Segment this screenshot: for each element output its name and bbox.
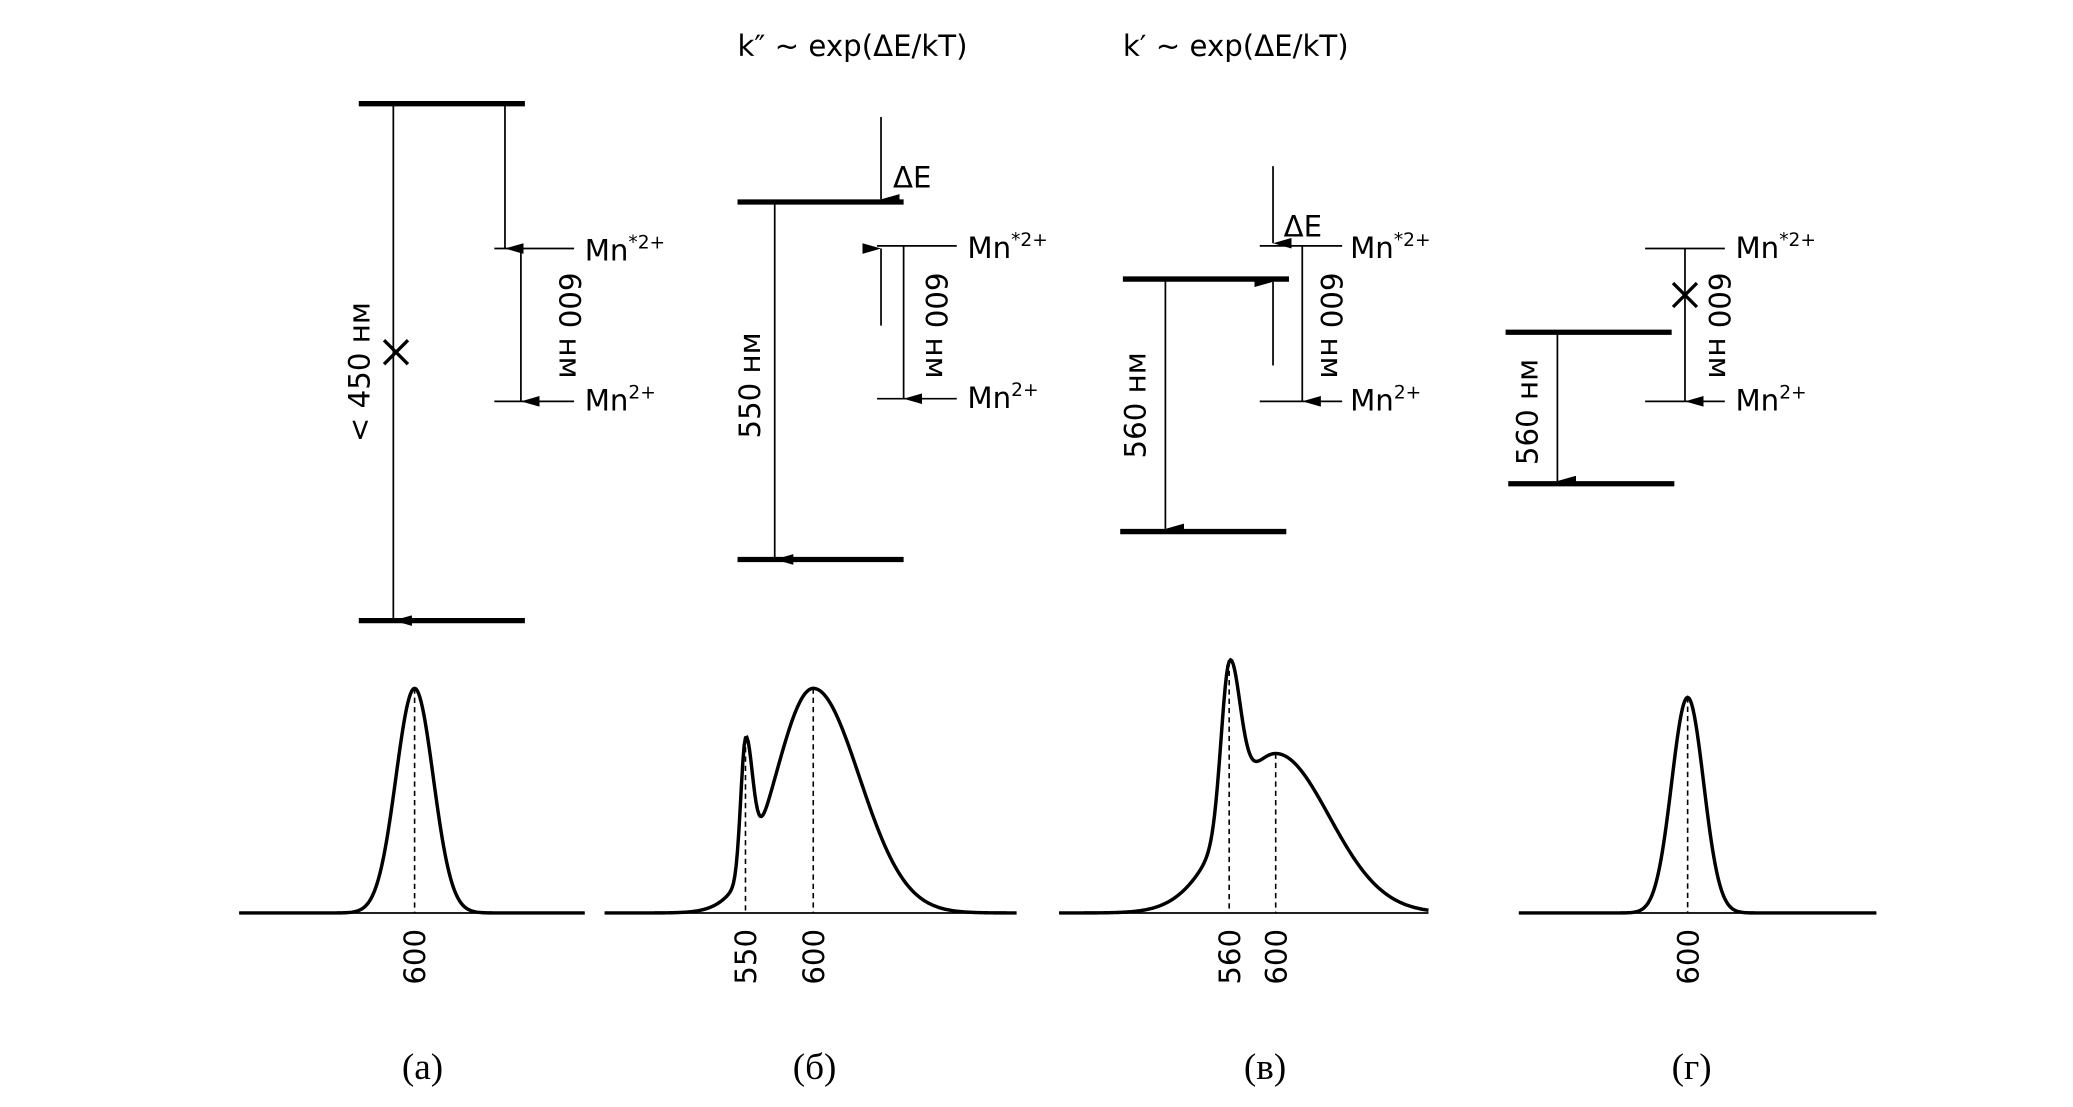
title-b: k″ ~ exp(ΔE/kT)	[738, 29, 968, 63]
mn-labels: Mn*2+ Mn2+ Mn*2+ Mn2+ Mn*2+ Mn2+ Mn*2+ M…	[585, 230, 1816, 418]
mn-excited-label: Mn*2+	[1735, 230, 1815, 265]
host-transition-label: 560 нм	[1510, 359, 1544, 465]
spectrum-curve	[1518, 695, 1877, 915]
delta-e-label: ΔE	[893, 160, 931, 194]
mn-excited-label: Mn*2+	[967, 230, 1047, 265]
emission-spectra: 600 550 600 560 600 600	[239, 657, 1877, 985]
host-transition-label: < 450 нм	[342, 302, 376, 442]
spectrum-curve	[239, 686, 585, 915]
tick-label: 600	[1259, 929, 1293, 985]
panel-label-c: (в)	[1244, 1047, 1286, 1088]
host-transition-label: 560 нм	[1118, 352, 1152, 458]
mn-ground-label: Mn2+	[967, 380, 1038, 415]
tick-label: 600	[797, 929, 831, 985]
title-c: k′ ~ exp(ΔE/kT)	[1123, 29, 1349, 63]
panel-label-b: (б)	[793, 1047, 837, 1088]
host-transition-label: 550 нм	[733, 332, 767, 438]
panel-c-levels	[1120, 166, 1343, 535]
mn-transition-label: 600 нм	[1314, 272, 1348, 378]
tick-label: 560	[1213, 929, 1247, 985]
spectrum-curve	[1059, 657, 1429, 915]
panel-label-d: (г)	[1672, 1047, 1712, 1088]
mn-transition-label: 600 нм	[1702, 272, 1736, 378]
panel-b-levels	[737, 116, 957, 565]
panel-a-levels	[358, 101, 575, 626]
mn-transition-label: 600 нм	[919, 272, 953, 378]
delta-e-label: ΔE	[1284, 210, 1322, 244]
mn-excited-label: Mn*2+	[1350, 230, 1430, 265]
mn-ground-label: Mn2+	[1350, 383, 1421, 418]
mn-excited-label: Mn*2+	[585, 233, 665, 268]
blocked-cross-icon	[1671, 281, 1699, 309]
mn-ground-label: Mn2+	[585, 383, 656, 418]
panel-label-a: (а)	[402, 1047, 443, 1088]
tick-label: 600	[398, 929, 432, 985]
spectrum-curve	[604, 686, 1017, 915]
tick-label: 600	[1671, 929, 1705, 985]
blocked-cross-icon	[382, 339, 410, 366]
mn-transition-label: 600 нм	[552, 272, 586, 378]
tick-label: 550	[729, 929, 763, 985]
mn-ground-label: Mn2+	[1735, 383, 1806, 418]
panel-d-levels	[1505, 247, 1725, 487]
